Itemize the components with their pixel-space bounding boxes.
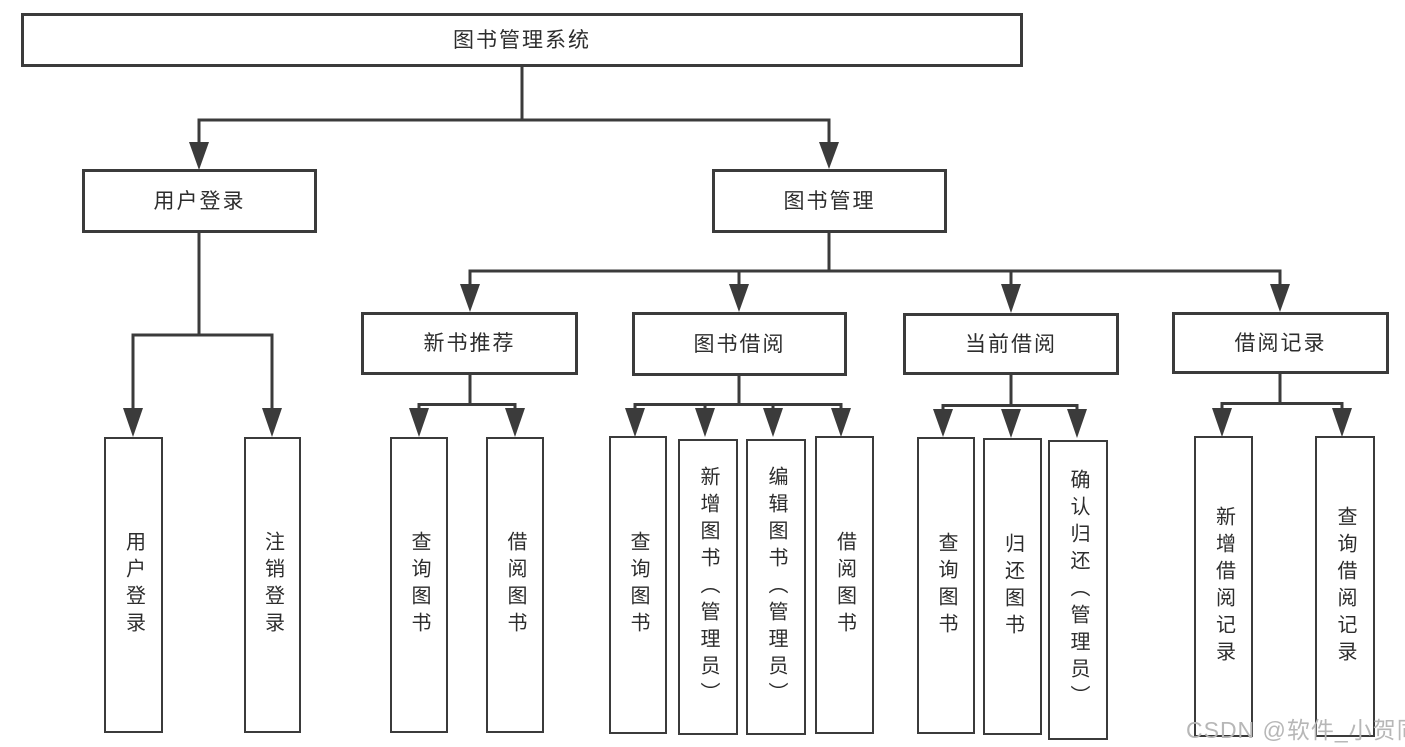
node-cb-confirm-return: 确认归还（管理员） — [1048, 440, 1108, 740]
node-user-login-label: 用户登录 — [153, 189, 246, 213]
node-book-borrow-label: 图书借阅 — [693, 332, 786, 356]
node-cb-confirm-return-label: 确认归还（管理员） — [1067, 468, 1089, 712]
node-bb-query-books-label: 查询图书 — [627, 531, 649, 639]
node-br-add-record-label: 新增借阅记录 — [1212, 505, 1235, 668]
node-nbr-borrow-books-label: 借阅图书 — [504, 531, 526, 639]
node-book-borrow: 图书借阅 — [632, 312, 847, 376]
node-new-book-recommend: 新书推荐 — [361, 312, 578, 375]
node-bb-edit-books: 编辑图书（管理员） — [746, 439, 806, 735]
node-cb-return-books-label: 归还图书 — [1001, 532, 1024, 641]
csdn-watermark: CSDN @软件_小贺同学 — [1186, 717, 1405, 743]
node-bb-borrow-books: 借阅图书 — [815, 436, 874, 734]
node-new-book-recommend-label: 新书推荐 — [423, 332, 516, 355]
node-cb-query-books: 查询图书 — [917, 437, 975, 734]
node-bb-add-books: 新增图书（管理员） — [678, 439, 738, 735]
node-user-login-action-label: 用户登录 — [122, 531, 145, 639]
node-bb-query-books: 查询图书 — [609, 436, 667, 734]
node-borrow-records: 借阅记录 — [1172, 312, 1389, 374]
node-user-login-action: 用户登录 — [104, 437, 163, 733]
node-user-login: 用户登录 — [82, 169, 317, 233]
node-cb-query-books-label: 查询图书 — [935, 531, 957, 640]
node-logout-action: 注销登录 — [244, 437, 301, 733]
node-logout-action-label: 注销登录 — [261, 531, 284, 639]
node-book-management-label: 图书管理 — [783, 189, 876, 213]
node-current-borrow-label: 当前借阅 — [965, 332, 1057, 356]
node-current-borrow: 当前借阅 — [903, 313, 1119, 375]
node-nbr-query-books: 查询图书 — [390, 437, 448, 733]
node-bb-edit-books-label: 编辑图书（管理员） — [765, 465, 787, 709]
node-br-add-record: 新增借阅记录 — [1194, 436, 1253, 737]
node-br-query-record-label: 查询借阅记录 — [1334, 505, 1356, 668]
node-bb-borrow-books-label: 借阅图书 — [833, 531, 856, 639]
node-br-query-record: 查询借阅记录 — [1315, 436, 1375, 737]
node-nbr-borrow-books: 借阅图书 — [486, 437, 544, 733]
node-root: 图书管理系统 — [21, 13, 1023, 67]
node-nbr-query-books-label: 查询图书 — [408, 531, 430, 639]
node-cb-return-books: 归还图书 — [983, 438, 1042, 735]
node-borrow-records-label: 借阅记录 — [1234, 331, 1327, 355]
node-root-label: 图书管理系统 — [453, 28, 591, 52]
node-bb-add-books-label: 新增图书（管理员） — [697, 465, 719, 709]
node-book-management: 图书管理 — [712, 169, 947, 233]
